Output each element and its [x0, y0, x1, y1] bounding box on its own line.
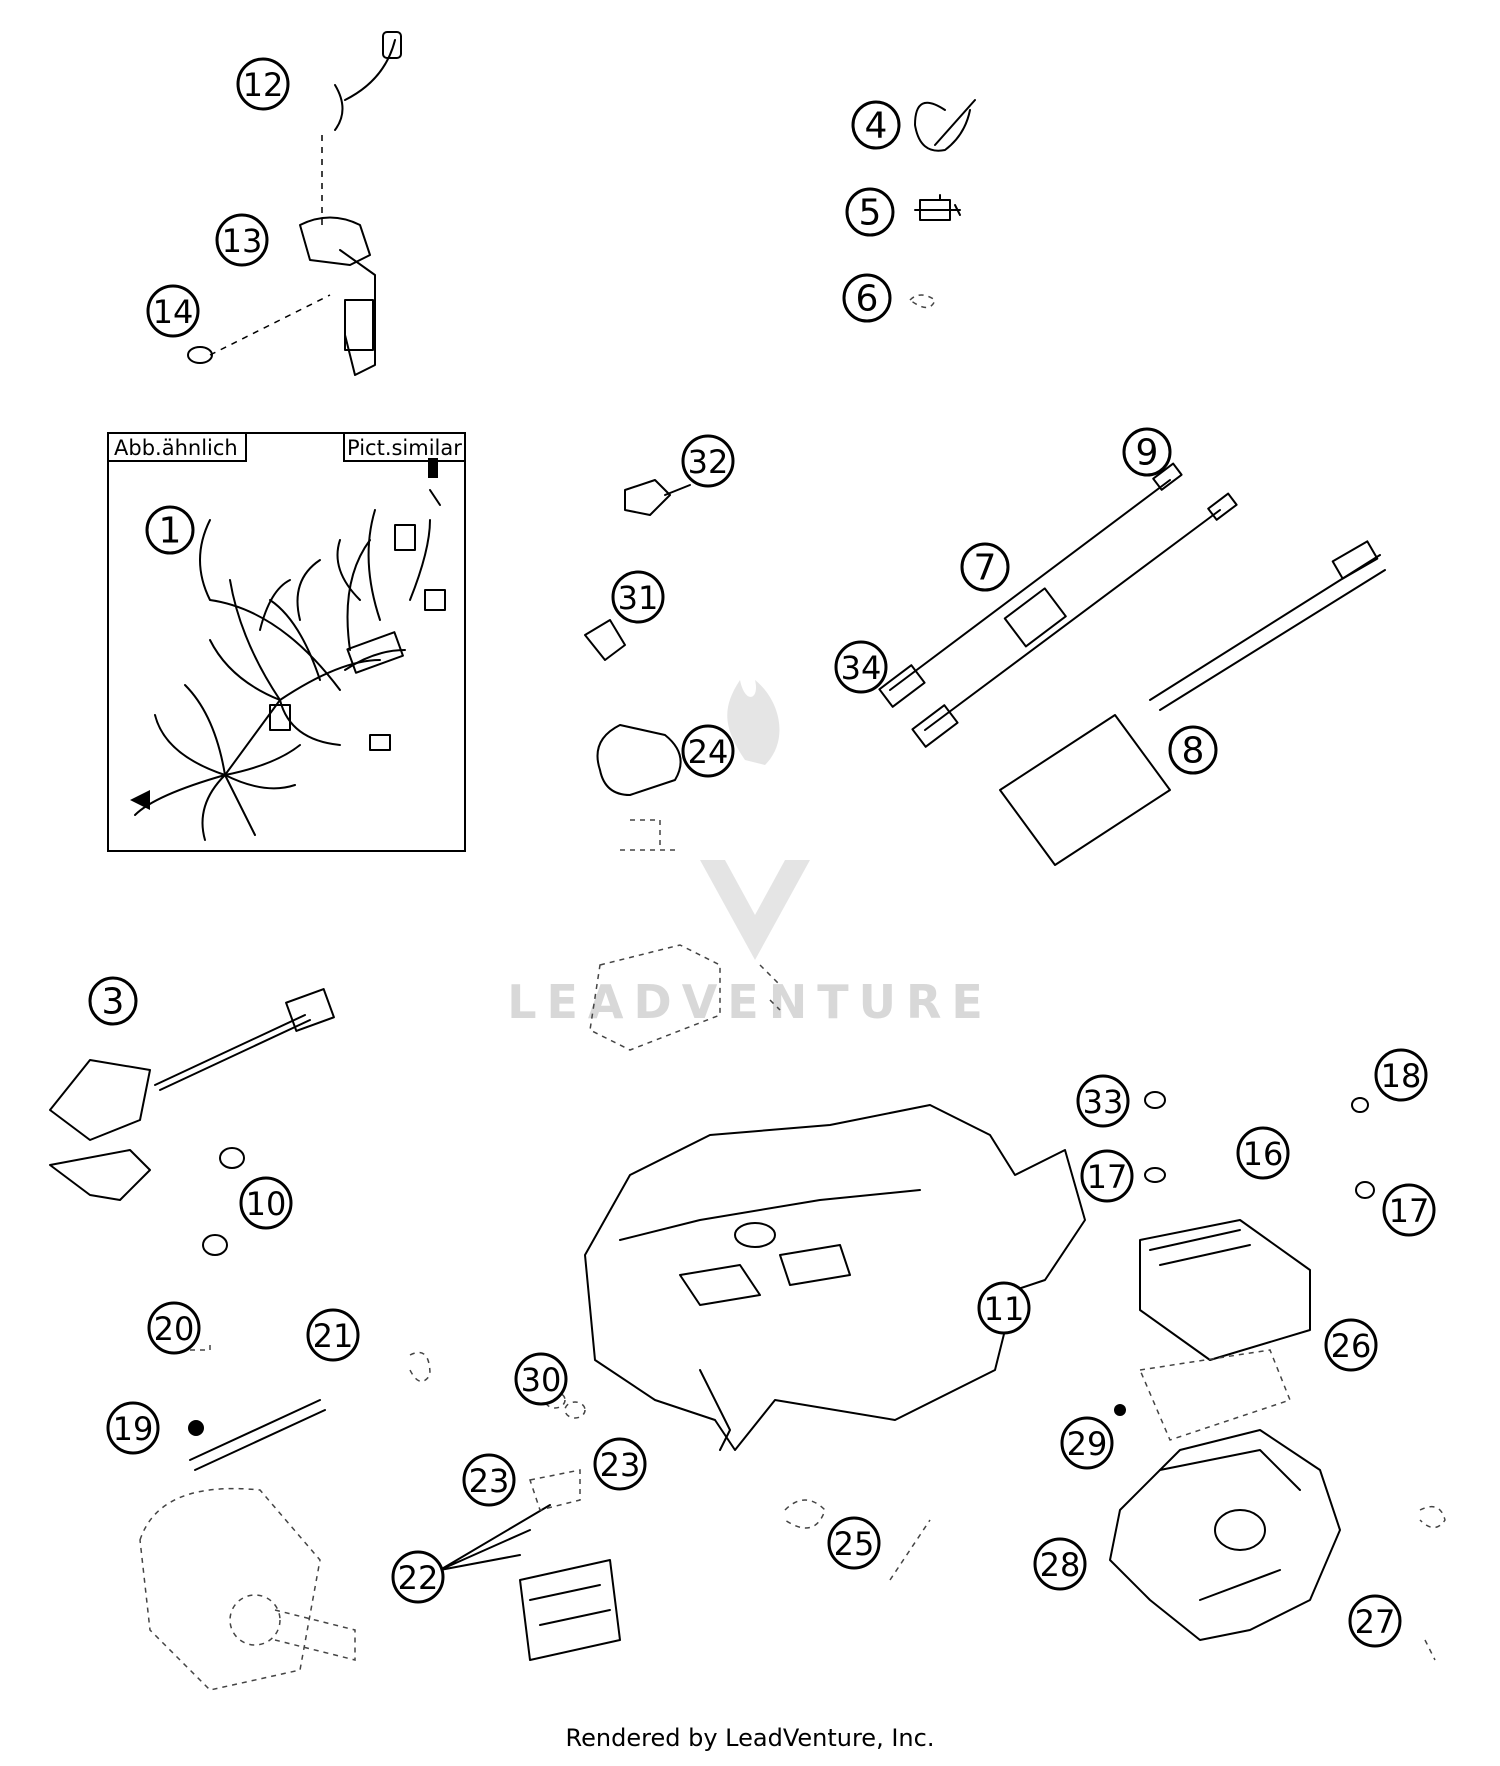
callout-26: 26: [1324, 1318, 1378, 1372]
svg-text:4: 4: [865, 106, 888, 147]
svg-text:23: 23: [469, 1462, 510, 1500]
frame-part: [584, 1104, 1086, 1451]
svg-text:20: 20: [154, 1310, 195, 1348]
svg-text:1: 1: [159, 511, 182, 552]
svg-text:16: 16: [1243, 1135, 1284, 1173]
callout-23-right: 23: [593, 1437, 647, 1491]
svg-text:17: 17: [1087, 1158, 1128, 1196]
callout-34: 34: [834, 640, 888, 694]
callout-10: 10: [239, 1176, 293, 1230]
svg-text:7: 7: [974, 548, 997, 589]
callout-14: 14: [146, 284, 200, 338]
svg-text:3: 3: [102, 982, 125, 1023]
callout-18: 18: [1374, 1048, 1428, 1102]
svg-text:26: 26: [1331, 1327, 1372, 1365]
airbox-part: [1109, 1404, 1446, 1661]
callout-21: 21: [306, 1308, 360, 1362]
svg-text:19: 19: [113, 1410, 154, 1448]
callout-11: 11: [977, 1281, 1031, 1335]
watermark-logo: [700, 680, 810, 960]
parts-group-top-right: [909, 99, 976, 309]
inset-box: Abb.ähnlich Pict.similar: [107, 432, 466, 852]
callout-3: 3: [88, 976, 138, 1026]
parts-group-cables: [878, 462, 1386, 866]
callout-33: 33: [1076, 1074, 1130, 1128]
callout-32: 32: [681, 434, 735, 488]
callout-17-right: 17: [1382, 1183, 1436, 1237]
svg-text:31: 31: [618, 579, 659, 617]
svg-text:28: 28: [1040, 1546, 1081, 1584]
callout-16: 16: [1236, 1126, 1290, 1180]
callout-6: 6: [842, 273, 892, 323]
svg-text:30: 30: [521, 1361, 562, 1399]
callout-28: 28: [1033, 1537, 1087, 1591]
svg-text:18: 18: [1381, 1057, 1422, 1095]
callout-5: 5: [845, 187, 895, 237]
svg-text:14: 14: [153, 293, 194, 331]
svg-text:12: 12: [243, 66, 284, 104]
svg-text:5: 5: [859, 193, 882, 234]
inset-tag-right: [343, 432, 466, 462]
svg-text:23: 23: [600, 1446, 641, 1484]
callout-7: 7: [960, 542, 1010, 592]
parts-group-bottom-left: [139, 1340, 931, 1691]
callout-17-left: 17: [1080, 1149, 1134, 1203]
svg-text:6: 6: [856, 279, 879, 320]
svg-text:27: 27: [1355, 1603, 1396, 1641]
svg-text:9: 9: [1136, 433, 1159, 474]
svg-text:13: 13: [222, 222, 263, 260]
svg-text:29: 29: [1067, 1425, 1108, 1463]
callout-24: 24: [681, 724, 735, 778]
wiring-harness: [130, 458, 446, 841]
callout-20: 20: [147, 1301, 201, 1355]
parts-group-top-left: [187, 31, 402, 376]
callout-13: 13: [215, 213, 269, 267]
callout-1: 1: [145, 505, 195, 555]
parts-group-center: [584, 479, 781, 1051]
svg-text:25: 25: [834, 1525, 875, 1563]
svg-text:34: 34: [841, 649, 882, 687]
svg-text:33: 33: [1083, 1083, 1124, 1121]
callout-22: 22: [391, 1550, 445, 1604]
callout-8: 8: [1168, 725, 1218, 775]
callout-19: 19: [106, 1401, 160, 1455]
callout-31: 31: [611, 570, 665, 624]
inset-label-right: Pict.similar: [347, 436, 462, 460]
svg-text:22: 22: [398, 1559, 439, 1597]
parts-group-left-middle: [49, 988, 335, 1256]
svg-text:8: 8: [1182, 731, 1205, 772]
inset-tag-left: [107, 432, 247, 462]
callout-30: 30: [514, 1352, 568, 1406]
svg-text:17: 17: [1389, 1192, 1430, 1230]
callout-27: 27: [1348, 1594, 1402, 1648]
callout-12: 12: [236, 57, 290, 111]
callout-9: 9: [1122, 427, 1172, 477]
svg-text:11: 11: [984, 1290, 1025, 1328]
svg-text:24: 24: [688, 733, 729, 771]
callout-4: 4: [851, 100, 901, 150]
inset-label-left: Abb.ähnlich: [114, 436, 238, 460]
callout-29: 29: [1060, 1416, 1114, 1470]
svg-text:10: 10: [246, 1185, 287, 1223]
callout-25: 25: [827, 1516, 881, 1570]
svg-text:21: 21: [313, 1317, 354, 1355]
callout-23-left: 23: [462, 1453, 516, 1507]
svg-text:32: 32: [688, 443, 729, 481]
watermark-text: LEADVENTURE: [507, 975, 993, 1029]
footer-credit: Rendered by LeadVenture, Inc.: [565, 1724, 935, 1752]
battery-group: [1138, 1091, 1375, 1441]
